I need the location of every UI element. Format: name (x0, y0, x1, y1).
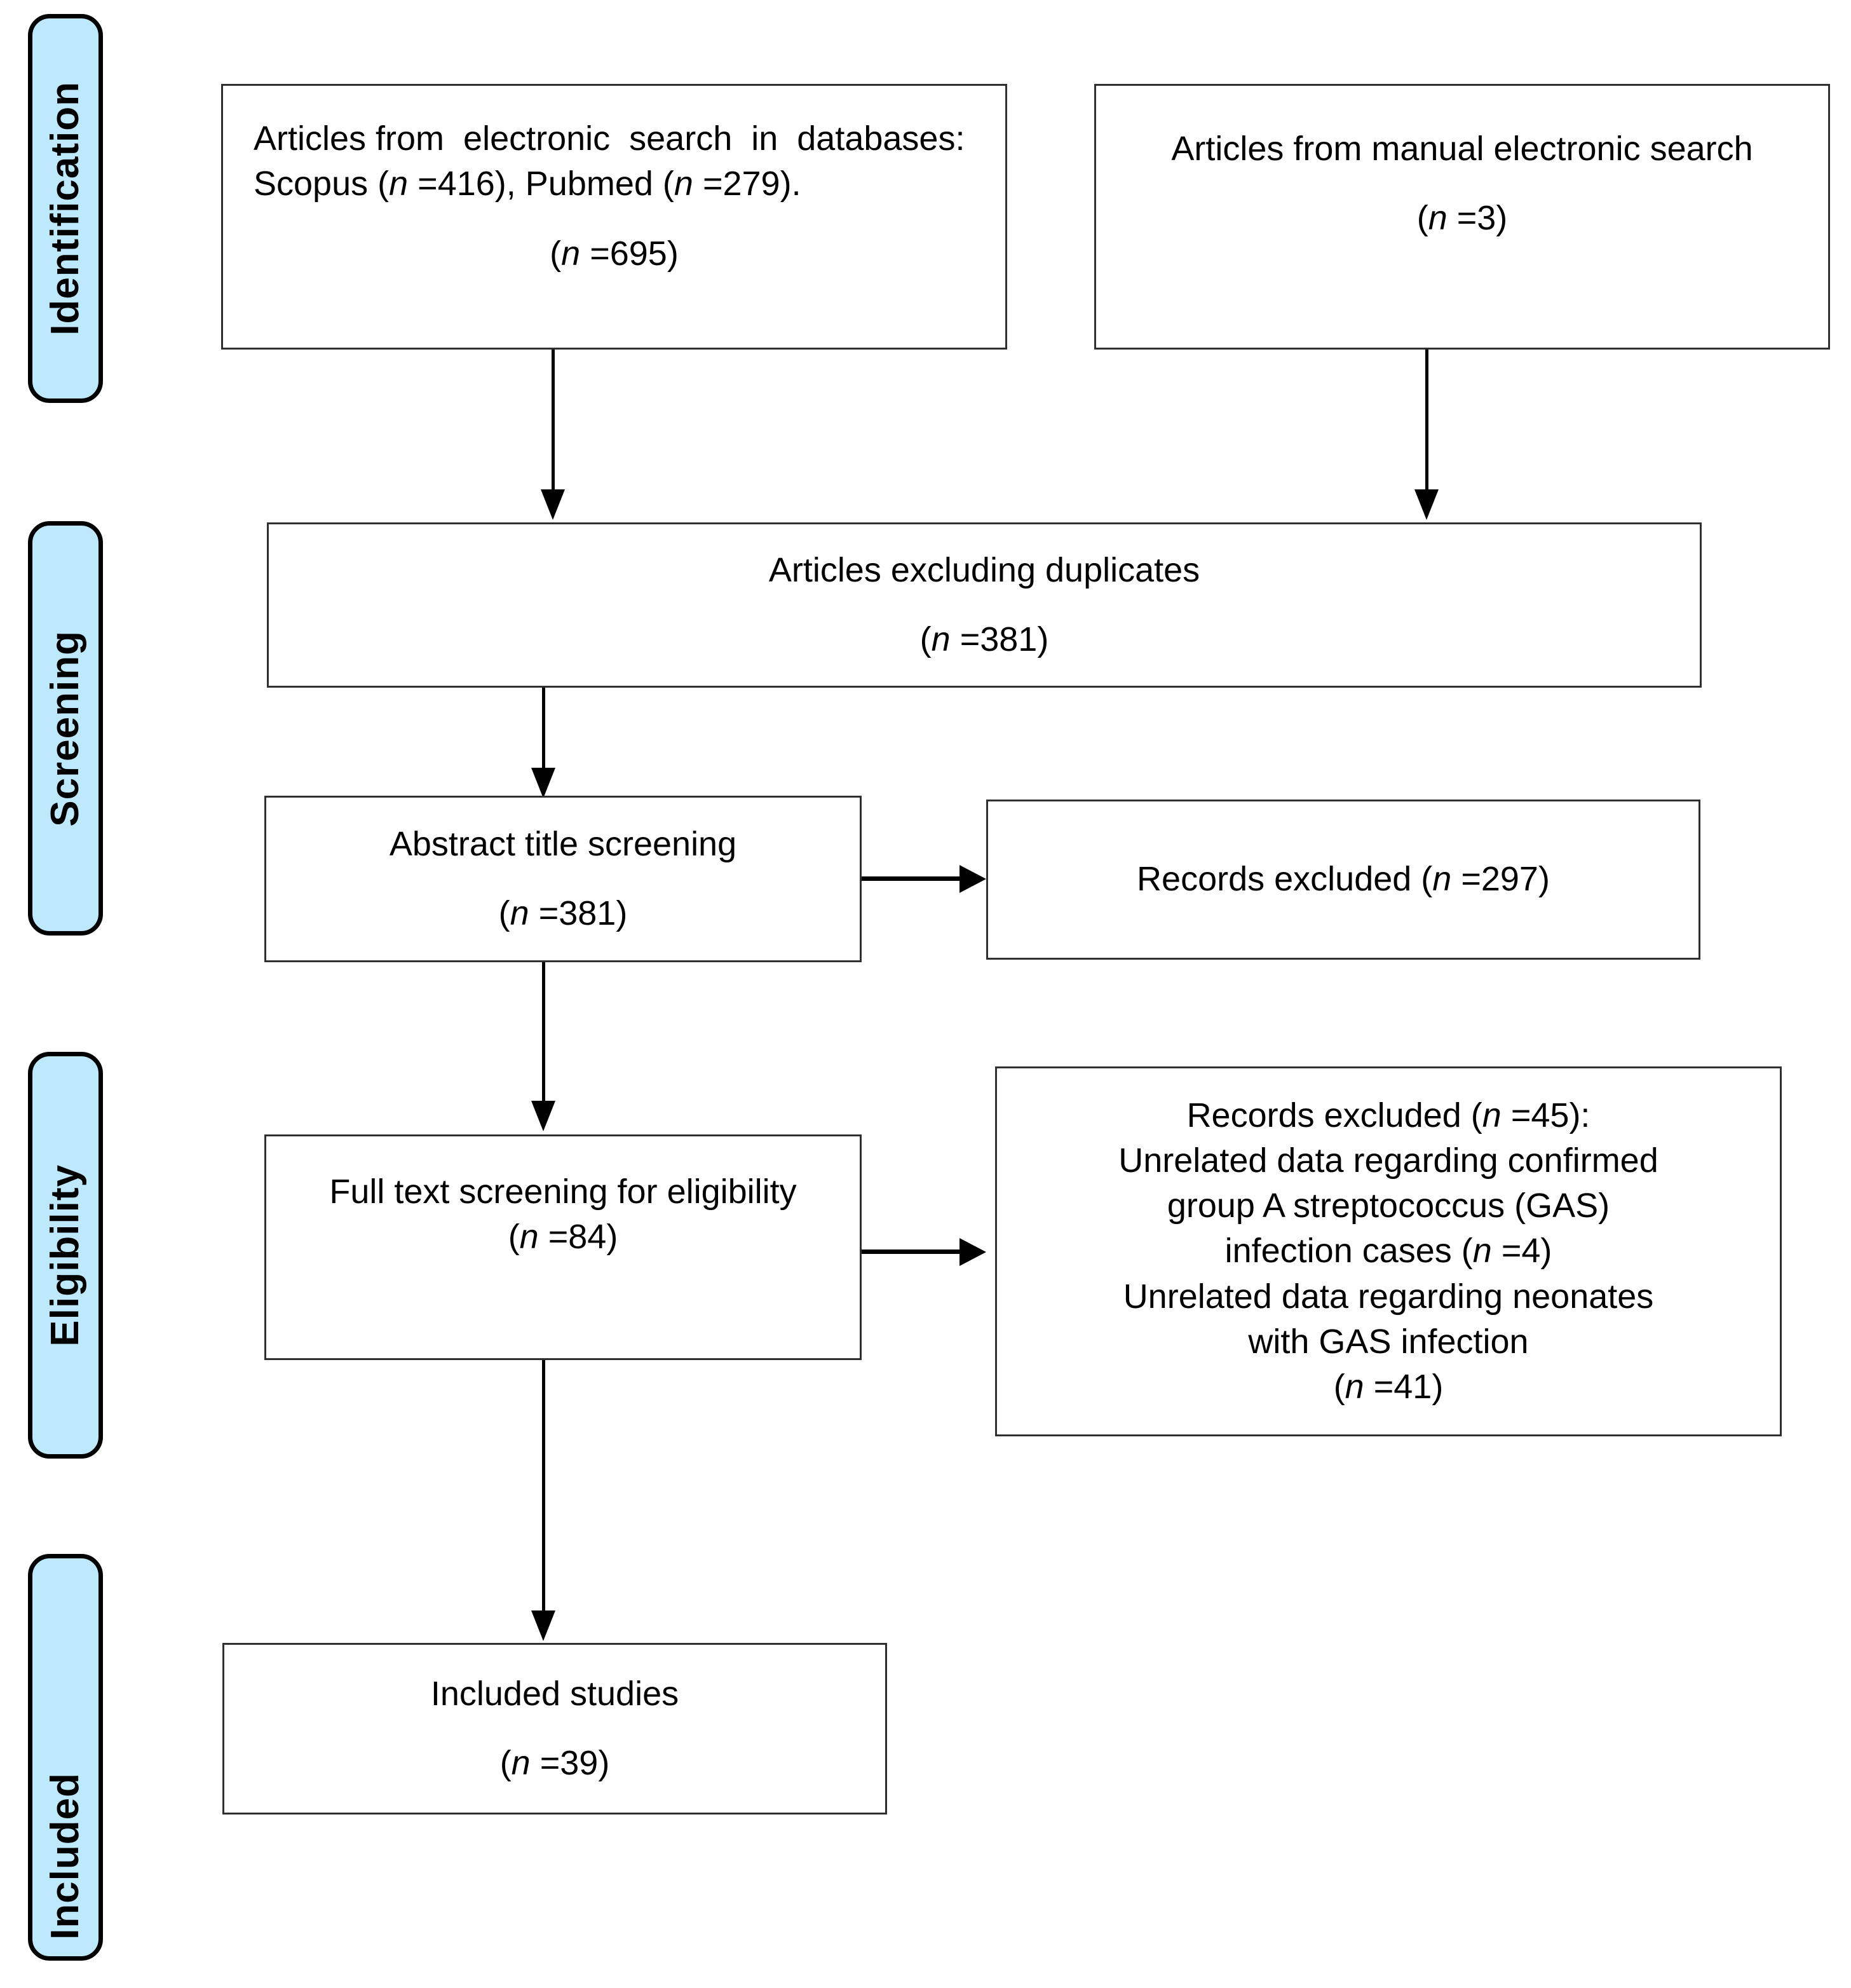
stage-bar-screening: Screening (28, 521, 103, 936)
full-text-screening-line-1: Full text screening for eligibility (329, 1173, 797, 1211)
node-records-excluded-eligibility: Records excluded (n =45): Unrelated data… (995, 1066, 1782, 1436)
node-records-excluded-screening: Records excluded (n =297) (986, 800, 1700, 960)
connector-abstract-to-records-excluded (862, 876, 962, 881)
records-excluded-eligibility-line-2: Unrelated data regarding confirmed (1118, 1141, 1658, 1180)
excluding-duplicates-count: (n =381) (919, 620, 1049, 658)
electronic-search-count: (n =695) (550, 234, 679, 273)
records-excluded-eligibility-line-7: (n =41) (1333, 1368, 1444, 1406)
node-full-text-screening: Full text screening for eligibility (n =… (264, 1134, 862, 1360)
arrowhead-electronic-to-duplicates (541, 489, 565, 520)
records-excluded-eligibility-line-4: infection cases (n =4) (1224, 1232, 1552, 1270)
records-excluded-eligibility-line-6: with GAS infection (1248, 1322, 1529, 1361)
connector-abstract-to-fulltext (542, 962, 545, 1103)
manual-search-line-1: Articles from manual electronic search (1171, 130, 1753, 168)
abstract-title-screening-line-1: Abstract title screening (389, 824, 737, 863)
arrowhead-fulltext-to-records-excluded (959, 1238, 986, 1266)
stage-bar-included: Included (28, 1554, 103, 1961)
arrowhead-abstract-to-records-excluded (959, 865, 986, 893)
arrowhead-abstract-to-fulltext (531, 1101, 555, 1131)
connector-electronic-to-duplicates (552, 350, 555, 492)
excluding-duplicates-line-1: Articles excluding duplicates (768, 550, 1200, 589)
stage-label-identification: Identification (43, 81, 87, 336)
records-excluded-eligibility-line-5: Unrelated data regarding neonates (1123, 1277, 1654, 1316)
stage-bar-eligibility: Eligibility (28, 1052, 103, 1459)
arrowhead-duplicates-to-abstract (531, 768, 555, 798)
arrowhead-manual-to-duplicates (1414, 489, 1439, 520)
records-excluded-eligibility-line-3: group A streptococcus (GAS) (1167, 1187, 1610, 1225)
connector-duplicates-to-abstract (542, 688, 545, 770)
stage-label-screening: Screening (43, 630, 87, 827)
connector-fulltext-to-records-excluded (862, 1249, 962, 1254)
connector-fulltext-to-included (542, 1360, 545, 1613)
stage-label-included: Included (43, 1773, 87, 1940)
manual-search-count: (n =3) (1416, 199, 1508, 238)
records-excluded-eligibility-line-1: Records excluded (n =45): (1186, 1096, 1590, 1134)
connector-manual-to-duplicates (1425, 350, 1428, 492)
stage-label-eligibility: Eligibility (43, 1164, 87, 1347)
included-studies-line-1: Included studies (430, 1674, 679, 1713)
spacer (237, 207, 991, 231)
electronic-search-line-1: Articles from electronic search in datab… (254, 119, 965, 158)
node-manual-search: Articles from manual electronic search (… (1094, 84, 1830, 350)
abstract-title-screening-count: (n =381) (498, 894, 628, 932)
records-excluded-screening-text: Records excluded (n =297) (1137, 860, 1550, 899)
stage-bar-identification: Identification (28, 14, 103, 403)
node-excluding-duplicates: Articles excluding duplicates (n =381) (267, 522, 1702, 688)
full-text-screening-count: (n =84) (508, 1218, 618, 1256)
node-abstract-title-screening: Abstract title screening (n =381) (264, 796, 862, 962)
electronic-search-line-2: Scopus (n =416), Pubmed (n =279). (254, 165, 801, 203)
node-included-studies: Included studies (n =39) (222, 1643, 887, 1814)
included-studies-count: (n =39) (499, 1744, 610, 1782)
arrowhead-fulltext-to-included (531, 1610, 555, 1641)
node-electronic-search: Articles from electronic search in datab… (221, 84, 1007, 350)
